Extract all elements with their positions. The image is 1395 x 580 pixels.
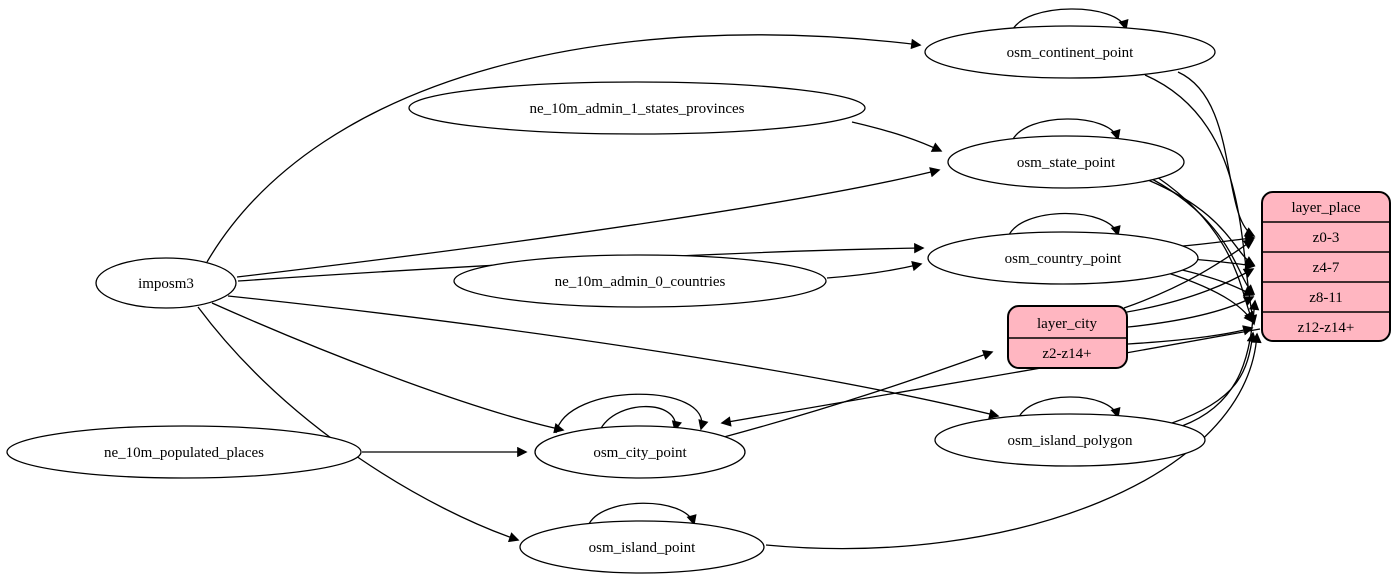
edge-island-polygon-z12 <box>1171 331 1258 424</box>
edge-ne0-country <box>826 261 923 279</box>
ne0-label: ne_10m_admin_0_countries <box>555 274 726 290</box>
node-ne-10m-admin-0-countries: ne_10m_admin_0_countries <box>453 254 827 308</box>
edge-ne1-state <box>851 121 943 152</box>
selfloop-city-inner <box>597 405 682 436</box>
node-layer-city: layer_city z2-z14+ <box>1007 305 1128 369</box>
layer-city-box <box>1007 305 1128 369</box>
edge-city-layercity <box>723 350 994 438</box>
island-polygon-ellipse <box>934 413 1206 467</box>
edge-layercity-z0 <box>1123 239 1255 309</box>
selfloop-island-polygon <box>1017 396 1121 420</box>
selfloop-island-point <box>587 502 697 527</box>
edge-continent-z0 <box>1177 71 1256 237</box>
node-osm-island-polygon: osm_island_polygon <box>934 413 1206 467</box>
imposm3-label: imposm3 <box>138 276 194 292</box>
selfloop-city-outer <box>555 393 709 434</box>
ne1-label: ne_10m_admin_1_states_provinces <box>530 101 745 117</box>
layer-city-title: layer_city <box>1037 316 1097 332</box>
edge-continent-z12 <box>1144 74 1258 326</box>
layer-place-row-z8-11: z8-11 <box>1309 290 1343 306</box>
city-ellipse <box>534 425 746 479</box>
island-point-ellipse <box>519 520 765 574</box>
edge-z12-city-back <box>720 328 1261 427</box>
layer-place-row-z4-7: z4-7 <box>1313 260 1340 276</box>
country-ellipse <box>927 231 1199 285</box>
node-osm-island-point: osm_island_point <box>519 520 765 574</box>
layer-place-row-z0-3: z0-3 <box>1313 230 1340 246</box>
state-ellipse <box>947 135 1185 189</box>
layer-city-row-z2-z14: z2-z14+ <box>1042 346 1091 362</box>
layer-place-box <box>1261 191 1391 342</box>
node-imposm3: imposm3 <box>95 257 237 309</box>
edge-island-point-z12 <box>765 332 1262 550</box>
edge-imposm3-island-polygon <box>227 295 1000 419</box>
edge-island-polygon-z8 <box>1181 299 1260 427</box>
state-label: osm_state_point <box>1017 155 1116 171</box>
layer-place-title: layer_place <box>1291 200 1360 216</box>
edge-country-z0 <box>1171 233 1256 248</box>
edge-country-z8 <box>1177 268 1255 297</box>
node-osm-continent-point: osm_continent_point <box>924 25 1216 79</box>
edge-country-z4 <box>1191 258 1256 270</box>
edge-imposm3-city <box>211 302 565 434</box>
island-point-label: osm_island_point <box>589 540 697 556</box>
node-ne-10m-admin-1-states-provinces: ne_10m_admin_1_states_provinces <box>408 81 866 135</box>
ne1-ellipse <box>408 81 866 135</box>
city-label: osm_city_point <box>593 445 687 461</box>
edge-imposm3-island-point <box>197 306 520 543</box>
edge-layercity-z4 <box>1126 268 1255 313</box>
edges <box>197 8 1262 550</box>
edge-imposm3-continent <box>206 34 922 263</box>
continent-label: osm_continent_point <box>1007 45 1134 61</box>
node-osm-city-point: osm_city_point <box>534 425 746 479</box>
node-osm-country-point: osm_country_point <box>927 231 1199 285</box>
country-label: osm_country_point <box>1005 251 1122 267</box>
node-osm-state-point: osm_state_point <box>947 135 1185 189</box>
edge-layercity-z8 <box>1127 296 1255 328</box>
selfloop-state <box>1011 118 1121 142</box>
selfloop-continent <box>1011 8 1129 32</box>
edge-imposm3-state <box>236 167 941 278</box>
ne0-ellipse <box>453 254 827 308</box>
island-polygon-label: osm_island_polygon <box>1007 433 1133 449</box>
selfloop-country <box>1007 212 1121 238</box>
node-ne-10m-populated-places: ne_10m_populated_places <box>6 425 362 479</box>
edge-country-z12 <box>1164 271 1254 324</box>
node-layer-place: layer_place z0-3 z4-7 z8-11 z12-z14+ <box>1261 191 1391 342</box>
imposm3-ellipse <box>95 257 237 309</box>
edge-layercity-z12 <box>1127 325 1254 345</box>
layer-place-row-z12-z14: z12-z14+ <box>1298 320 1355 336</box>
nepop-label: ne_10m_populated_places <box>104 445 264 461</box>
continent-ellipse <box>924 25 1216 79</box>
nepop-ellipse <box>6 425 362 479</box>
